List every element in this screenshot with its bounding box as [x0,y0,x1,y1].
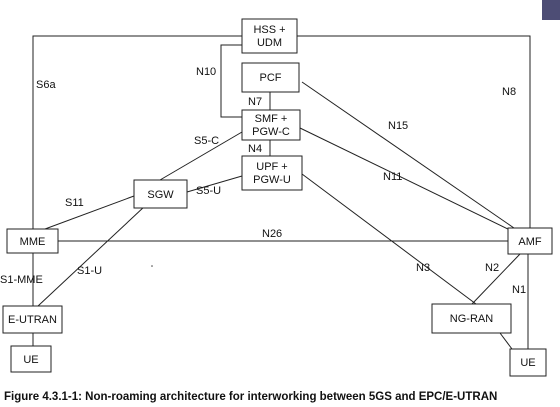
node-hss-udm-line1: HSS + [253,24,285,36]
node-e-utran: E-UTRAN [2,305,63,334]
edge-s5c [159,131,243,181]
node-ue-right: UE [509,348,547,377]
label-n26: N26 [262,228,282,240]
node-mme-label: MME [20,236,46,248]
node-hss-udm: HSS + UDM [241,18,298,54]
node-amf: AMF [507,227,553,255]
edges [32,35,531,350]
node-mme: MME [6,228,59,254]
label-s1-u: S1-U [77,265,102,277]
label-s11: S11 [65,197,84,209]
edge-s11 [44,195,135,230]
edge-s5u [186,175,243,193]
edge-ngran-ue [499,332,513,350]
node-smf-pgwc: SMF + PGW-C [241,109,301,141]
node-amf-label: AMF [518,236,542,248]
node-ue-right-label: UE [520,357,535,369]
label-s1-mme: S1-MME [0,274,43,286]
node-ng-ran-label: NG-RAN [450,313,493,325]
stray-dot [151,265,153,267]
node-ng-ran: NG-RAN [431,303,512,334]
edge-n3 [301,173,477,305]
label-n8: N8 [502,86,516,98]
label-n10: N10 [196,66,216,78]
node-hss-udm-line2: UDM [257,37,282,49]
figure-caption: Figure 4.3.1-1: Non-roaming architecture… [4,391,497,403]
label-n3: N3 [416,262,430,274]
edge-n15 [301,81,515,229]
label-n2: N2 [485,262,499,274]
node-upf-pgwu: UPF + PGW-U [241,155,303,191]
label-n15: N15 [388,120,408,132]
edge-n11 [299,127,511,231]
node-ue-left-label: UE [23,354,38,366]
node-smf-pgwc-line1: SMF + [255,113,288,125]
node-pcf-label: PCF [260,72,282,84]
label-s5c: S5-C [194,135,219,147]
label-n1: N1 [512,284,526,296]
label-n4: N4 [248,143,262,155]
edge-n8 [297,35,531,228]
node-ue-left: UE [10,345,52,373]
node-sgw-label: SGW [147,189,174,201]
label-n7: N7 [248,96,262,108]
node-upf-pgwu-line2: PGW-U [253,174,291,186]
label-s6a: S6a [36,79,56,91]
node-e-utran-label: E-UTRAN [8,314,57,326]
label-n11: N11 [383,171,402,183]
node-pcf: PCF [241,62,300,93]
node-sgw: SGW [133,179,188,209]
node-upf-pgwu-line1: UPF + [256,161,287,173]
edge-n2 [471,253,521,305]
edge-s1u [37,205,146,307]
corner-mark [542,0,560,20]
edge-n10 [220,44,242,118]
node-smf-pgwc-line2: PGW-C [252,126,290,138]
label-s5u: S5-U [196,185,221,197]
edge-s6a [32,35,242,230]
interface-labels: S6a N8 N10 N7 S5-C N15 N4 S5-U N11 S11 N… [0,66,526,296]
